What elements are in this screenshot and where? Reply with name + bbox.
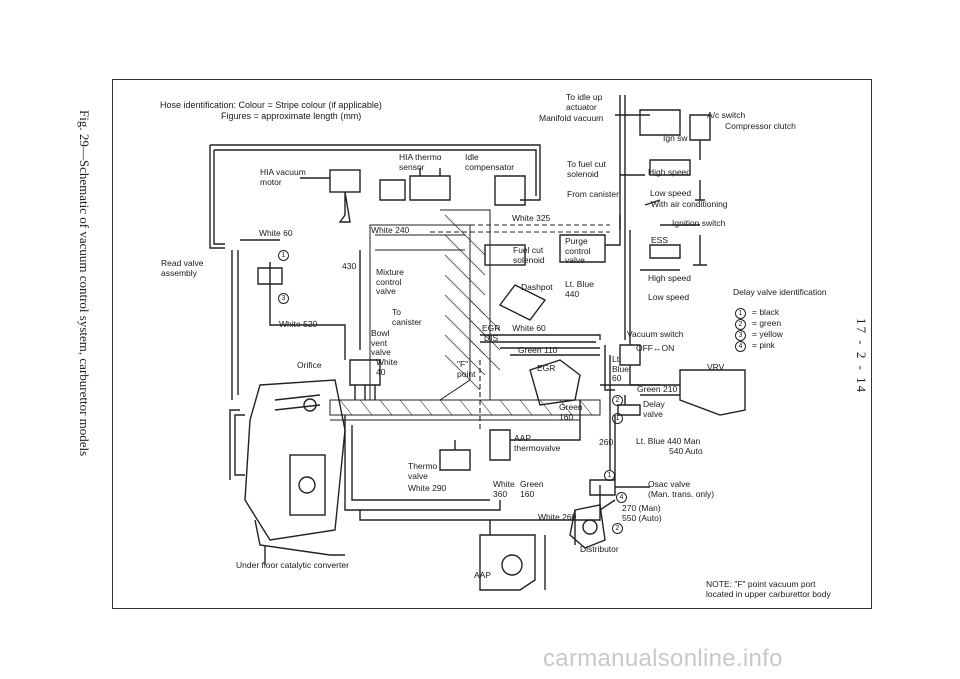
label-aap-thermovalve: AAP thermovalve <box>514 433 561 453</box>
delay-legend-row: 3 = yellow <box>735 329 783 341</box>
label-hia-thermo-sensor: HIA thermo sensor <box>399 152 442 172</box>
label-lt-blue-60: Lt. Blue 60 <box>612 354 630 383</box>
legend-number-circle: 4 <box>735 341 746 352</box>
label-low-speed-2: Low speed <box>648 292 690 302</box>
label-green-210: Green 210 <box>637 384 678 394</box>
callout-circle: 2 <box>612 395 623 406</box>
label-orifice: Orifice <box>297 360 322 370</box>
label-off-on: OFF↔ON <box>636 343 675 353</box>
label-vacuum-switch: Vacuum switch <box>627 329 684 339</box>
callout-circle: 4 <box>616 492 627 503</box>
hose-identification-line1: Hose identification: Colour = Stripe col… <box>160 100 382 110</box>
label-egr-box: EGR <box>537 363 556 373</box>
label-f-point: "F" point <box>457 359 476 379</box>
label-with-air-conditioning: With air conditioning <box>651 199 728 209</box>
callout-2-delay: 2 <box>612 395 629 406</box>
legend-text: = green <box>752 318 782 328</box>
label-ess: ESS <box>651 235 669 245</box>
delay-legend-row: 4 = pink <box>735 340 775 352</box>
label-white-290: White 290 <box>408 483 447 493</box>
label-to-canister: To canister <box>392 307 422 327</box>
legend-text: = yellow <box>752 329 783 339</box>
delay-legend-row: 2 = green <box>735 318 781 330</box>
label-green-160: Green 160 <box>559 402 583 422</box>
label-hia-vacuum-motor: HIA vacuum motor <box>260 167 306 187</box>
label-read-valve-assembly: Read valve assembly <box>161 258 204 278</box>
label-white-360: White 360 <box>493 479 515 499</box>
label-thermo-valve: Thermo valve <box>408 461 438 481</box>
label-ac-switch: A/c switch <box>707 110 746 120</box>
legend-number-circle: 2 <box>735 319 746 330</box>
label-osac-valve: Osac valve (Man. trans. only) <box>648 479 715 499</box>
label-idle-compensator: Idle compensator <box>465 152 515 172</box>
label-dis: DIS <box>484 333 499 343</box>
diagram-note: NOTE: "F" point vacuum port located in u… <box>706 579 831 599</box>
label-aap: AAP <box>474 570 492 580</box>
label-ign-sw: Ign sw <box>663 133 688 143</box>
callout-circle: 1 <box>604 470 615 481</box>
legend-text: = pink <box>752 340 775 350</box>
label-white-260: White 260 <box>538 512 577 522</box>
label-from-canister: From canister <box>567 189 619 199</box>
label-dashpot: Dashpot <box>521 282 553 292</box>
label-bowl-vent-valve: Bowl vent valve <box>371 328 391 357</box>
label-mixture-control-valve: Mixture control valve <box>376 267 404 296</box>
label-lt-blue-440-man-auto: Lt. Blue 440 Man 540 Auto <box>636 436 703 456</box>
label-high-speed-2: High speed <box>648 273 692 283</box>
label-green-110: Green 110 <box>518 345 558 355</box>
legend-number-circle: 3 <box>735 330 746 341</box>
callout-circle: 1 <box>278 250 289 261</box>
label-vrv: VRV <box>707 362 725 372</box>
watermark: carmanualsonline.info <box>543 645 783 672</box>
label-purge-control-valve: Purge control valve <box>565 236 591 265</box>
callout-3-read-valve: 3 <box>278 293 295 304</box>
label-white-60: White 60 <box>259 228 293 238</box>
label-egr-white-60: EGR White 60 <box>482 323 546 333</box>
label-white-240: White 240 <box>371 225 410 235</box>
label-distributor: Distributor <box>580 544 619 554</box>
label-260: 260 <box>599 437 614 447</box>
label-fuel-cut-solenoid: Fuel cut solenoid <box>513 245 545 265</box>
callout-4-osac: 4 <box>616 492 633 503</box>
label-green-160b: Green 160 <box>520 479 544 499</box>
callout-1-read-valve: 1 <box>278 250 295 261</box>
label-ignition-switch: Ignition switch <box>672 218 726 228</box>
callout-circle: 1 <box>612 413 623 424</box>
label-430: 430 <box>342 261 357 271</box>
label-catalytic-converter: Under floor catalytic converter <box>236 560 349 570</box>
diagram-frame <box>112 79 872 609</box>
label-lt-blue-440: Lt. Blue 440 <box>565 279 594 299</box>
label-low-speed-1: Low speed <box>650 188 692 198</box>
label-idle-up-actuator: To idle up actuator <box>566 92 603 112</box>
label-high-speed-1: High speed <box>648 167 692 177</box>
callout-1-delay: 1 <box>612 413 629 424</box>
label-manifold-vacuum: Manifold vacuum <box>539 113 604 123</box>
legend-text: = black <box>752 307 780 317</box>
label-270-550: 270 (Man) 550 (Auto) <box>622 503 662 523</box>
label-to-fuel-cut: To fuel cut solenoid <box>567 159 606 179</box>
label-white-40: White 40 <box>376 357 398 377</box>
hose-identification-line2: Figures = approximate length (mm) <box>221 111 362 121</box>
callout-1-osac: 1 <box>604 470 621 481</box>
delay-legend-row: 1 = black <box>735 307 779 319</box>
label-white-520: White 520 <box>279 319 318 329</box>
callout-circle: 2 <box>612 523 623 534</box>
label-white-325: White 325 <box>512 213 551 223</box>
label-delay-valve: Delay valve <box>643 399 665 419</box>
label-compressor-clutch: Compressor clutch <box>725 121 796 131</box>
legend-number-circle: 1 <box>735 308 746 319</box>
callout-circle: 3 <box>278 293 289 304</box>
callout-2-distributor: 2 <box>612 523 629 534</box>
delay-valve-identification-title: Delay valve identification <box>733 287 827 297</box>
